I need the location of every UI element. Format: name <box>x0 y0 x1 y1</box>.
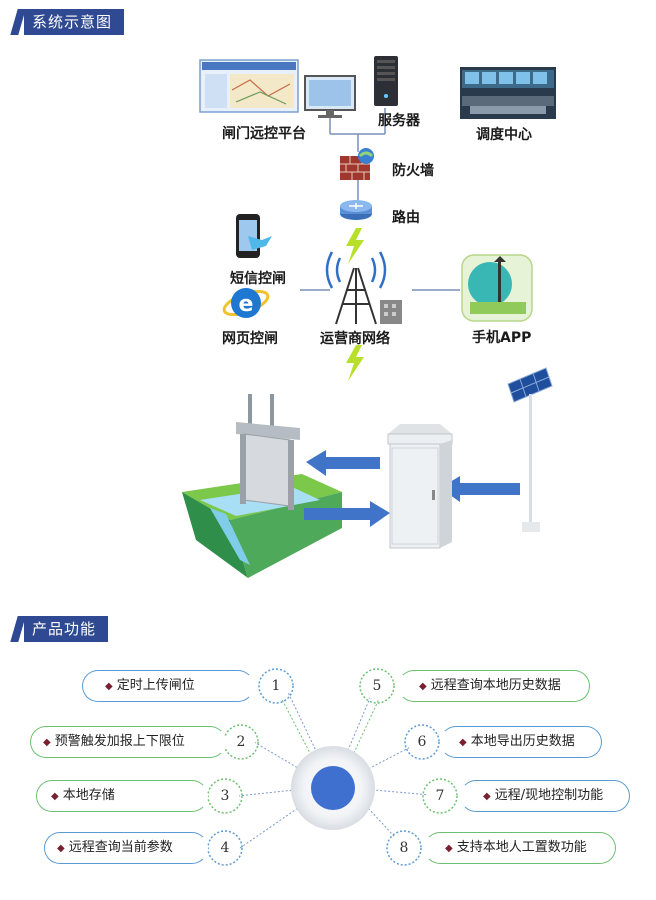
section-title-system: 系统示意图 <box>10 9 125 35</box>
server-icon <box>374 56 398 106</box>
label-router: 路由 <box>392 210 420 226</box>
label-dispatch: 调度中心 <box>476 127 532 143</box>
mobile-app-icon <box>461 254 533 322</box>
function-number-4: 4 <box>211 834 239 862</box>
function-item-7: ◆远程/现地控制功能 <box>460 780 630 812</box>
arrow-icon-to-cabinet <box>304 501 390 527</box>
section-title-functions: 产品功能 <box>10 616 109 642</box>
function-number-6: 6 <box>408 728 436 756</box>
arrow-icon-to-gate <box>306 450 380 476</box>
label-server: 服务器 <box>378 113 420 129</box>
platform-monitor-icon <box>199 59 299 113</box>
diamond-bullet-icon: ◆ <box>105 681 113 692</box>
diamond-bullet-icon: ◆ <box>459 737 467 748</box>
label-sms: 短信控闸 <box>230 271 286 287</box>
mobile-phone-icon <box>236 214 272 258</box>
arrow-icon-from-solar <box>440 476 520 502</box>
lightning-bolt-icon-lower <box>346 345 364 381</box>
diamond-bullet-icon: ◆ <box>51 791 59 802</box>
function-item-8: ◆支持本地人工置数功能 <box>424 832 616 864</box>
function-item-2: ◆预警触发加报上下限位 <box>30 726 226 758</box>
system-diagram: e <box>182 56 556 578</box>
diamond-bullet-icon: ◆ <box>445 843 453 854</box>
diamond-bullet-icon: ◆ <box>483 791 491 802</box>
function-number-5: 5 <box>363 672 391 700</box>
label-carrier: 运营商网络 <box>320 331 390 347</box>
lightning-bolt-icon-upper <box>346 228 364 264</box>
diamond-bullet-icon: ◆ <box>419 681 427 692</box>
function-number-3: 3 <box>211 782 239 810</box>
svg-text:e: e <box>239 292 254 317</box>
function-item-5: ◆远程查询本地历史数据 <box>398 670 590 702</box>
water-gate-scene <box>182 394 342 578</box>
label-app: 手机APP <box>472 330 532 346</box>
section-title-functions-text: 产品功能 <box>24 616 109 642</box>
function-number-7: 7 <box>426 782 454 810</box>
label-firewall: 防火墙 <box>392 163 434 179</box>
function-number-8: 8 <box>390 834 418 862</box>
function-item-4: ◆远程查询当前参数 <box>44 832 208 864</box>
web-browser-icon: e <box>222 288 270 318</box>
solar-panel-pole <box>507 367 553 532</box>
section-title-system-text: 系统示意图 <box>24 9 125 35</box>
label-web: 网页控闸 <box>222 331 278 347</box>
function-item-1: ◆定时上传闸位 <box>82 670 254 702</box>
diamond-bullet-icon: ◆ <box>57 843 65 854</box>
firewall-icon <box>340 148 374 180</box>
cell-tower-icon <box>325 251 402 325</box>
label-platform: 闸门远控平台 <box>222 126 306 142</box>
function-number-1: 1 <box>262 672 290 700</box>
function-item-3: ◆本地存储 <box>36 780 208 812</box>
function-item-6: ◆本地导出历史数据 <box>440 726 602 758</box>
control-cabinet <box>387 424 453 549</box>
function-number-2: 2 <box>227 728 255 756</box>
hub-center <box>311 766 355 810</box>
router-icon <box>340 200 372 220</box>
diamond-bullet-icon: ◆ <box>43 737 51 748</box>
dispatch-center-photo <box>460 67 556 119</box>
desktop-monitor-icon <box>304 75 356 118</box>
